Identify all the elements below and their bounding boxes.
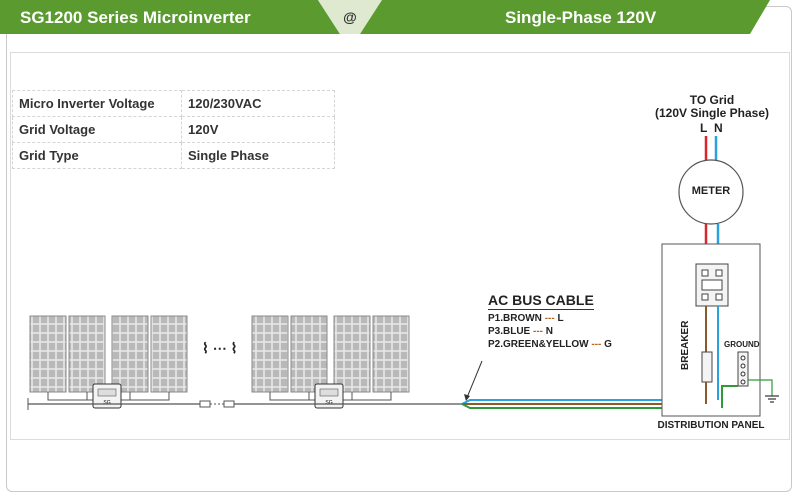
solar-panel-group-1 [29,315,188,401]
cable-line-dash: --- [533,326,544,337]
grid-n-label: N [714,121,723,135]
distribution-panel-label: DISTRIBUTION PANEL [657,420,765,431]
cable-line-term: N [545,326,554,337]
cable-line-dash: --- [591,339,602,350]
spec-label: Grid Voltage [12,116,182,143]
page-frame [6,6,792,492]
grid-subtitle: (120V Single Phase) [654,106,770,120]
cable-line-blue: P3.BLUE --- N [488,325,612,338]
meter [678,159,744,225]
spec-row: Grid Voltage 120V [12,116,335,143]
ground-bar [721,351,779,408]
cable-line-name: P3.BLUE [488,326,531,337]
at-separator: @ [343,9,357,25]
svg-text:SG: SG [103,400,110,406]
breaker [701,351,713,404]
cable-line-green-yellow: P2.GREEN&YELLOW --- G [488,338,612,351]
microinverter-1: SG [92,383,122,409]
cable-line-term: L [557,313,564,324]
grid-l-label: L [700,121,708,135]
grid-title: TO Grid [689,93,735,107]
cable-line-brown: P1.BROWN --- L [488,312,612,325]
cable-line-dash: --- [544,313,555,324]
svg-text:SG: SG [325,400,332,406]
cable-line-term: G [604,339,612,350]
spec-table: Micro Inverter Voltage 120/230VAC Grid V… [12,90,335,169]
cable-line-name: P1.BROWN [488,313,542,324]
diagram-area [10,52,790,440]
distribution-panel [661,243,761,417]
spec-label: Grid Type [12,142,182,169]
panel-ellipsis: ⌇ ⋯ ⌇ [202,340,238,356]
header-background [0,0,770,34]
ac-bus-trunk [27,398,462,410]
ground-label: GROUND [724,340,760,349]
spec-value: Single Phase [181,142,335,169]
colored-cable-run [461,360,722,409]
product-title: SG1200 Series Microinverter [20,8,251,27]
solar-panel-group-2 [251,315,410,401]
microinverter-2: SG [314,383,344,409]
cable-legend: P1.BROWN --- L P3.BLUE --- N P2.GREEN&YE… [488,312,612,351]
breaker-label: BREAKER [680,320,691,370]
spec-label: Micro Inverter Voltage [12,90,182,117]
ac-bus-cable-title: AC BUS CABLE [488,292,594,310]
meter-label: METER [691,185,731,197]
cable-line-name: P2.GREEN&YELLOW [488,339,589,350]
spec-value: 120V [181,116,335,143]
spec-row: Grid Type Single Phase [12,142,335,169]
grid-type-title: Single-Phase 120V [505,8,657,27]
header-banner: SG1200 Series Microinverter @ Single-Pha… [0,0,800,36]
